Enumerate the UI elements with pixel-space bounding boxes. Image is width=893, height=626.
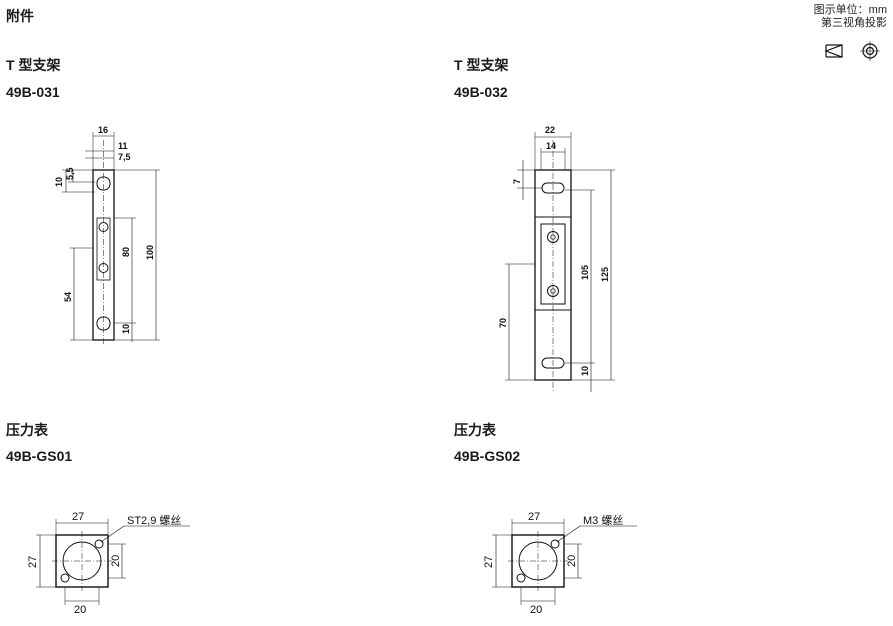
dim-bottom-20: 20 bbox=[74, 604, 86, 616]
dim-105: 105 bbox=[580, 265, 590, 280]
item-1-name: T 型支架 bbox=[6, 57, 61, 73]
item-4-name: 压力表 bbox=[454, 422, 496, 438]
dim-right-20: 20 bbox=[566, 555, 578, 567]
bracket-031-drawing: 16 11 7,5 10 5,5 80 100 54 10 bbox=[54, 125, 160, 345]
dim-70: 70 bbox=[498, 318, 508, 328]
dim-top-27: 27 bbox=[72, 511, 84, 523]
units-note: 图示单位：mm 第三视角投影 bbox=[747, 4, 887, 30]
units-label: 图示单位：mm bbox=[813, 4, 887, 16]
dim-side-27: 27 bbox=[27, 556, 39, 568]
dim-bottom-20: 20 bbox=[530, 604, 542, 616]
dim-22: 22 bbox=[545, 125, 555, 135]
item-4-code: 49B-GS02 bbox=[454, 448, 521, 464]
screw-label: ST2,9 螺丝 bbox=[127, 514, 181, 527]
item-2-code: 49B-032 bbox=[454, 84, 508, 100]
dim-14: 14 bbox=[546, 141, 556, 151]
dim-right-20: 20 bbox=[110, 555, 122, 567]
item-3-name: 压力表 bbox=[6, 422, 48, 438]
dim-16: 16 bbox=[98, 125, 108, 135]
dim-10-bottom: 10 bbox=[121, 324, 131, 334]
dim-5-5: 5,5 bbox=[65, 167, 75, 180]
screw-label: M3 螺丝 bbox=[583, 514, 623, 527]
dim-100: 100 bbox=[145, 245, 155, 260]
dim-top-27: 27 bbox=[528, 511, 540, 523]
bracket-032-drawing: 22 14 7 105 125 70 10 bbox=[498, 125, 615, 392]
dim-side-27: 27 bbox=[483, 556, 495, 568]
dim-125: 125 bbox=[600, 267, 610, 282]
dim-80: 80 bbox=[121, 247, 131, 257]
item-3-code: 49B-GS01 bbox=[6, 448, 73, 464]
third-angle-projection-icon bbox=[824, 41, 880, 61]
dim-7-5: 7,5 bbox=[118, 152, 131, 162]
item-2-name: T 型支架 bbox=[454, 57, 509, 73]
dim-11: 11 bbox=[118, 141, 128, 151]
dim-10: 10 bbox=[580, 366, 590, 376]
dim-10-top: 10 bbox=[54, 177, 64, 187]
gauge-gs01-drawing: 27 27 20 20 ST2,9 螺丝 bbox=[27, 511, 190, 616]
projection-label: 第三视角投影 bbox=[821, 17, 887, 29]
item-1-code: 49B-031 bbox=[6, 84, 60, 100]
dim-7: 7 bbox=[512, 179, 522, 184]
dim-54: 54 bbox=[63, 292, 73, 302]
gauge-gs02-drawing: 27 27 20 20 M3 螺丝 bbox=[483, 511, 637, 616]
page-title: 附件 bbox=[6, 8, 34, 24]
